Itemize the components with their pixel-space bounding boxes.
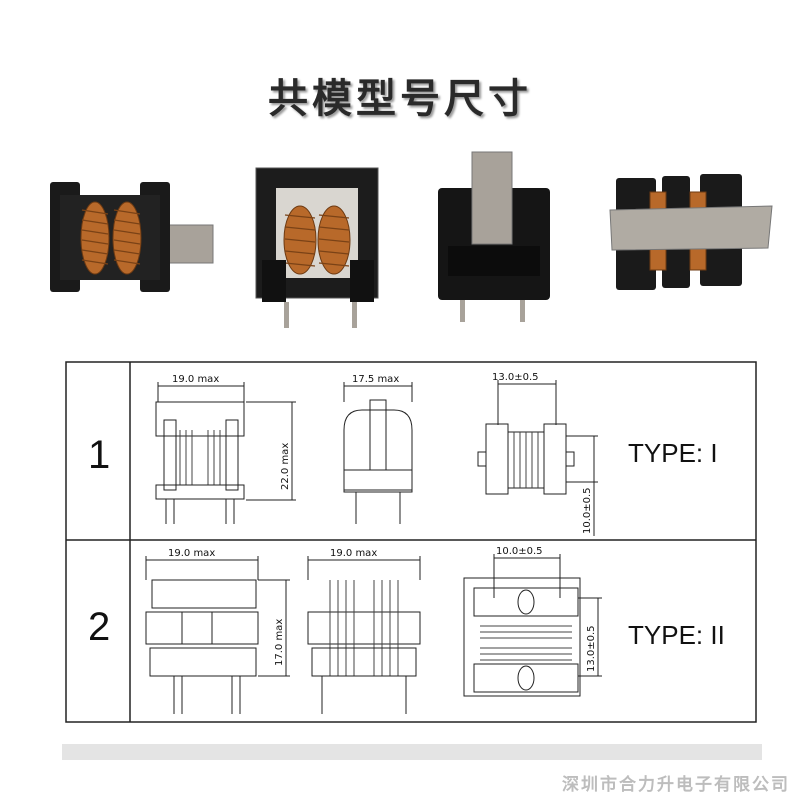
inductor-photo-2 bbox=[255, 167, 379, 328]
row-1-type-label: TYPE: I bbox=[628, 438, 718, 468]
row-2-height-label: 17.0 max bbox=[274, 619, 285, 666]
row-2-pin-pitch-label: 10.0±0.5 bbox=[496, 546, 543, 557]
row-1-side-width-label: 17.5 max bbox=[352, 374, 399, 385]
row-1-bottom-view bbox=[477, 380, 598, 536]
row-2-bottom-view bbox=[463, 554, 602, 697]
row-2-number: 2 bbox=[88, 605, 110, 649]
row-1-height-label: 22.0 max bbox=[280, 443, 291, 490]
inductor-photo-1 bbox=[50, 182, 214, 292]
inductor-photo-4 bbox=[609, 174, 773, 290]
row-2-type-label: TYPE: II bbox=[628, 620, 725, 650]
row-2-front-width-label: 19.0 max bbox=[168, 548, 215, 559]
row-1-front-view bbox=[155, 382, 296, 524]
row-2-side-width-label: 19.0 max bbox=[330, 548, 377, 559]
row-1-row-pitch-label: 10.0±0.5 bbox=[582, 487, 593, 534]
inductor-photo-3 bbox=[438, 151, 550, 322]
row-1-side-view bbox=[343, 382, 413, 524]
row-2-front-view bbox=[145, 556, 290, 714]
row-2-side-view bbox=[307, 556, 421, 714]
company-name: 深圳市合力升电子有限公司 bbox=[562, 775, 790, 795]
page-title: 共模型号尺寸 bbox=[268, 76, 532, 122]
row-2-row-pitch-label: 13.0±0.5 bbox=[586, 625, 597, 672]
row-1-pin-pitch-label: 13.0±0.5 bbox=[492, 372, 539, 383]
table-shadow bbox=[62, 744, 762, 760]
row-1-front-width-label: 19.0 max bbox=[172, 374, 219, 385]
product-photos bbox=[50, 151, 773, 328]
row-1-number: 1 bbox=[88, 433, 110, 477]
